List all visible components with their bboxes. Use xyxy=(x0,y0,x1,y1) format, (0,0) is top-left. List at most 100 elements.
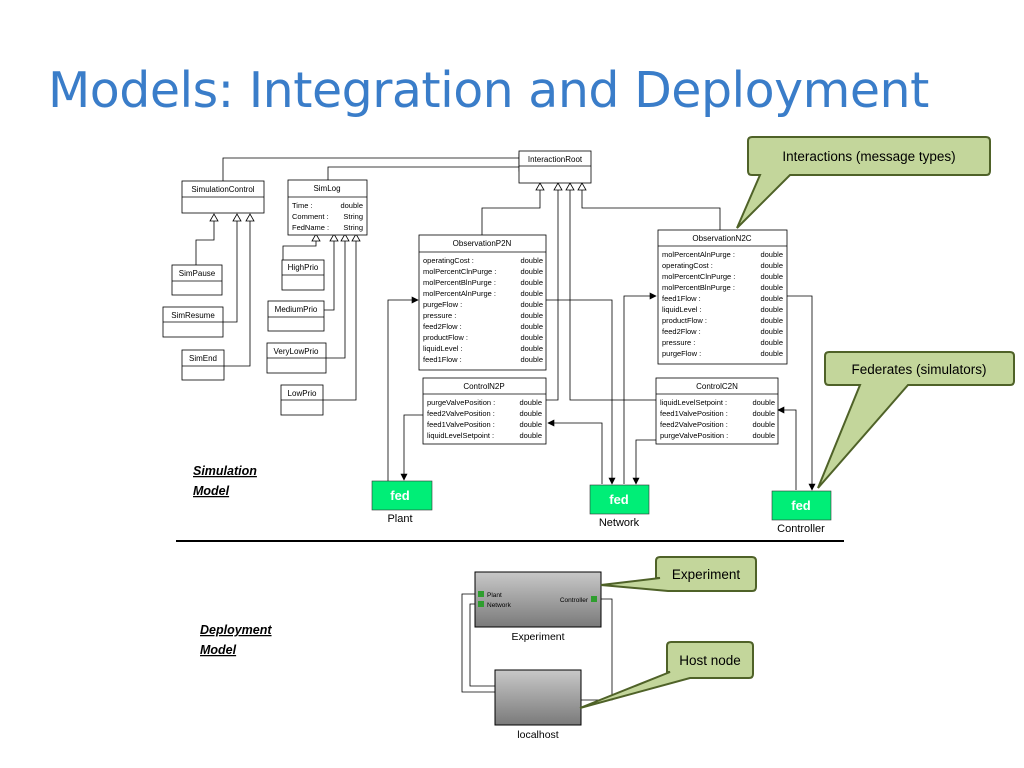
port-label: Network xyxy=(487,602,512,609)
attr-type: double xyxy=(520,344,543,353)
simulation-model-label: Simulation Model xyxy=(193,464,257,498)
attr-type: double xyxy=(760,283,783,292)
message-flows xyxy=(387,292,816,491)
class-observation-p2n: ObservationP2N operatingCost : double mo… xyxy=(418,234,547,371)
attr-type: double xyxy=(520,267,543,276)
attr-name: Comment : xyxy=(292,212,329,221)
class-name: SimulationControl xyxy=(191,185,254,194)
attr-name: feed1ValvePosition : xyxy=(660,409,728,418)
callout-interactions: Interactions (message types) xyxy=(736,136,991,229)
callout-text: Host node xyxy=(679,653,741,668)
class-sim-log: SimLog Time : double Comment : String Fe… xyxy=(287,179,368,236)
port-plant xyxy=(478,591,484,597)
attr-type: String xyxy=(343,223,363,232)
attr-type: double xyxy=(760,272,783,281)
attr-type: double xyxy=(752,431,775,440)
class-name: VeryLowPrio xyxy=(274,347,319,356)
class-sim-resume: SimResume xyxy=(162,306,224,338)
attr-type: String xyxy=(343,212,363,221)
class-observation-n2c: ObservationN2C molPercentAlnPurge : doub… xyxy=(657,229,788,365)
class-name: SimEnd xyxy=(189,354,217,363)
attr-type: double xyxy=(519,409,542,418)
model-label-line: Simulation xyxy=(193,464,257,478)
class-name: ControlC2N xyxy=(696,382,738,391)
class-name: LowPrio xyxy=(288,389,317,398)
attr-name: FedName : xyxy=(292,223,329,232)
federate-label: Controller xyxy=(777,523,825,535)
generalization-arrows xyxy=(209,153,587,242)
federate-plant: fed Plant xyxy=(371,480,433,525)
class-low-prio: LowPrio xyxy=(280,384,324,416)
attr-name: liquidLevelSetpoint : xyxy=(660,398,727,407)
class-name: ControlN2P xyxy=(463,382,504,391)
attr-name: purgeFlow : xyxy=(662,349,701,358)
attr-name: feed2ValvePosition : xyxy=(427,409,495,418)
host-box xyxy=(494,669,582,726)
callout-host-node: Host node xyxy=(579,641,754,709)
fed-icon-label: fed xyxy=(791,498,811,513)
attr-name: feed1ValvePosition : xyxy=(427,420,495,429)
attr-type: double xyxy=(760,338,783,347)
class-medium-prio: MediumPrio xyxy=(267,300,325,332)
fed-icon-label: fed xyxy=(609,492,629,507)
host-label: localhost xyxy=(517,729,559,741)
attr-name: purgeValvePosition : xyxy=(427,398,495,407)
class-name: ObservationN2C xyxy=(692,234,751,243)
class-name: SimLog xyxy=(313,184,340,193)
callout-text: Interactions (message types) xyxy=(782,149,955,164)
experiment-label: Experiment xyxy=(511,631,564,643)
attr-name: liquidLevelSetpoint : xyxy=(427,431,494,440)
attr-name: liquidLevel : xyxy=(662,305,702,314)
attr-name: liquidLevel : xyxy=(423,344,463,353)
deployment-links xyxy=(461,593,613,701)
class-simulation-control: SimulationControl xyxy=(181,180,265,214)
attr-name: feed1Flow : xyxy=(662,294,701,303)
class-name: SimPause xyxy=(179,269,216,278)
class-very-low-prio: VeryLowPrio xyxy=(266,342,327,374)
attr-type: double xyxy=(760,316,783,325)
class-name: ObservationP2N xyxy=(453,239,512,248)
callout-federates: Federates (simulators) xyxy=(817,351,1015,489)
deployment-model-label: Deployment Model xyxy=(200,623,272,657)
attr-type: double xyxy=(520,300,543,309)
model-label-line: Deployment xyxy=(200,623,272,637)
attr-type: double xyxy=(340,201,363,210)
attr-name: molPercentClnPurge : xyxy=(423,267,496,276)
experiment-box xyxy=(474,571,602,628)
attr-type: double xyxy=(520,333,543,342)
attr-type: double xyxy=(760,250,783,259)
attr-list: molPercentAlnPurge : double operatingCos… xyxy=(662,250,783,358)
federate-label: Network xyxy=(599,517,640,529)
attr-name: purgeFlow : xyxy=(423,300,462,309)
federate-network: fed Network xyxy=(589,484,650,529)
attr-name: molPercentAlnPurge : xyxy=(423,289,496,298)
attr-list: operatingCost : double molPercentClnPurg… xyxy=(423,256,543,364)
callout-experiment: Experiment xyxy=(600,556,757,592)
attr-type: double xyxy=(519,431,542,440)
port-controller xyxy=(591,596,597,602)
class-name: HighPrio xyxy=(288,263,319,272)
attr-type: double xyxy=(752,398,775,407)
diagram-connectors xyxy=(195,157,721,401)
attr-name: Time : xyxy=(292,201,313,210)
federate-label: Plant xyxy=(387,513,412,525)
attr-type: double xyxy=(752,409,775,418)
attr-name: molPercentBlnPurge : xyxy=(423,278,496,287)
model-label-line: Model xyxy=(193,484,230,498)
attr-type: double xyxy=(519,398,542,407)
attr-type: double xyxy=(520,289,543,298)
attr-name: feed2Flow : xyxy=(662,327,701,336)
port-network xyxy=(478,601,484,607)
class-name: MediumPrio xyxy=(275,305,318,314)
callout-text: Experiment xyxy=(672,567,741,582)
class-control-n2p: ControlN2P purgeValvePosition : double f… xyxy=(422,377,547,445)
port-label: Plant xyxy=(487,592,502,599)
class-name: SimResume xyxy=(171,311,215,320)
class-sim-end: SimEnd xyxy=(181,349,225,381)
attr-name: feed1Flow : xyxy=(423,355,462,364)
attr-name: productFlow : xyxy=(423,333,468,342)
fed-icon xyxy=(589,484,650,515)
class-sim-pause: SimPause xyxy=(171,264,223,296)
attr-name: feed2Flow : xyxy=(423,322,462,331)
